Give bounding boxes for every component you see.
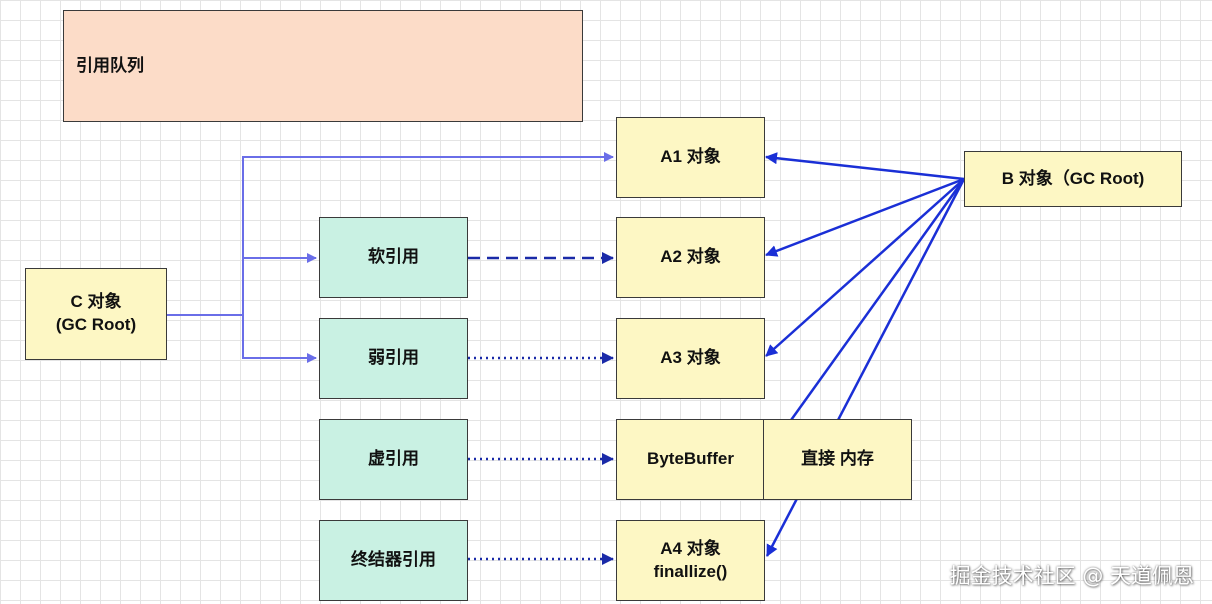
edge-c-to-a1 — [167, 152, 614, 316]
direct-memory-label: 直接 内存 — [801, 449, 874, 469]
a2-object-label: A2 对象 — [660, 247, 721, 267]
c-root-label: C 对象 — [70, 292, 122, 312]
c-root-links — [167, 152, 614, 363]
edge-b-to-bytebuffer — [764, 178, 966, 456]
final-reference-label: 终结器引用 — [351, 550, 436, 570]
b-root-box: B 对象（GC Root) — [964, 151, 1182, 207]
bytebuffer-label: ByteBuffer — [647, 449, 734, 469]
edge-c-to-weak — [242, 315, 317, 363]
a4-finalize-label: finallize() — [653, 561, 728, 581]
a1-object-label: A1 对象 — [660, 147, 721, 167]
a3-object-box: A3 对象 — [616, 318, 765, 399]
edge-b-to-a2 — [765, 177, 965, 257]
watermark-text: 掘金技术社区 @ 天道佩恩 — [949, 564, 1194, 588]
soft-reference-label: 软引用 — [368, 247, 419, 267]
a4-object-box: A4 对象 finallize() — [616, 520, 765, 601]
bytebuffer-box: ByteBuffer — [616, 419, 765, 500]
c-root-box: C 对象 (GC Root) — [25, 268, 167, 360]
final-reference-box: 终结器引用 — [319, 520, 468, 601]
soft-reference-box: 软引用 — [319, 217, 468, 298]
phantom-reference-label: 虚引用 — [368, 449, 419, 469]
c-root-sublabel: (GC Root) — [55, 315, 137, 334]
reference-queue-box: 引用队列 — [63, 10, 583, 122]
a4-object-label: A4 对象 — [660, 538, 721, 558]
a1-object-box: A1 对象 — [616, 117, 765, 198]
phantom-reference-box: 虚引用 — [319, 419, 468, 500]
direct-memory-box: 直接 内存 — [763, 419, 912, 500]
reference-queue-label: 引用队列 — [76, 55, 144, 75]
a3-object-label: A3 对象 — [660, 348, 721, 368]
edge-b-to-a1 — [765, 152, 965, 181]
edge-b-to-a3 — [765, 178, 965, 357]
weak-reference-box: 弱引用 — [319, 318, 468, 399]
b-root-label: B 对象（GC Root) — [1001, 168, 1145, 188]
weak-reference-label: 弱引用 — [368, 348, 419, 368]
a2-object-box: A2 对象 — [616, 217, 765, 298]
